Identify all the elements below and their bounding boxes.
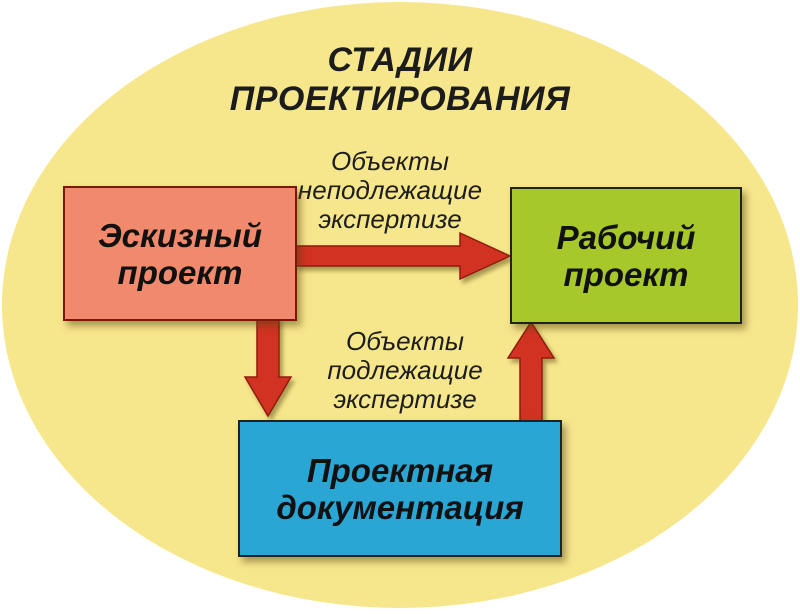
node-project-documentation-line2: документация [276,488,524,526]
label-objects-not-subject-to-expertise: Объекты неподлежащие экспертизе [250,147,530,234]
diagram-title-line2: ПРОЕКТИРОВАНИЯ [229,80,571,118]
label-line: Объекты [331,146,449,176]
label-line: Объекты [346,326,464,356]
node-working-project: Рабочий проект [510,187,742,324]
label-objects-subject-to-expertise: Объекты подлежащие экспертизе [265,327,545,414]
label-line: неподлежащие [297,175,483,205]
node-working-project-line2: проект [563,255,689,293]
node-sketch-project-line2: проект [117,253,243,291]
diagram-title: СТАДИИ ПРОЕКТИРОВАНИЯ [0,41,800,119]
node-sketch-project-line1: Эскизный [97,216,263,254]
diagram-title-line1: СТАДИИ [327,41,473,79]
node-working-project-line1: Рабочий [556,218,696,256]
node-project-documentation: Проектная документация [238,420,562,557]
label-line: подлежащие [327,355,483,385]
node-sketch-project: Эскизный проект [63,186,297,321]
node-project-documentation-line1: Проектная [306,451,494,489]
label-line: экспертизе [333,384,477,414]
label-line: экспертизе [318,204,462,234]
